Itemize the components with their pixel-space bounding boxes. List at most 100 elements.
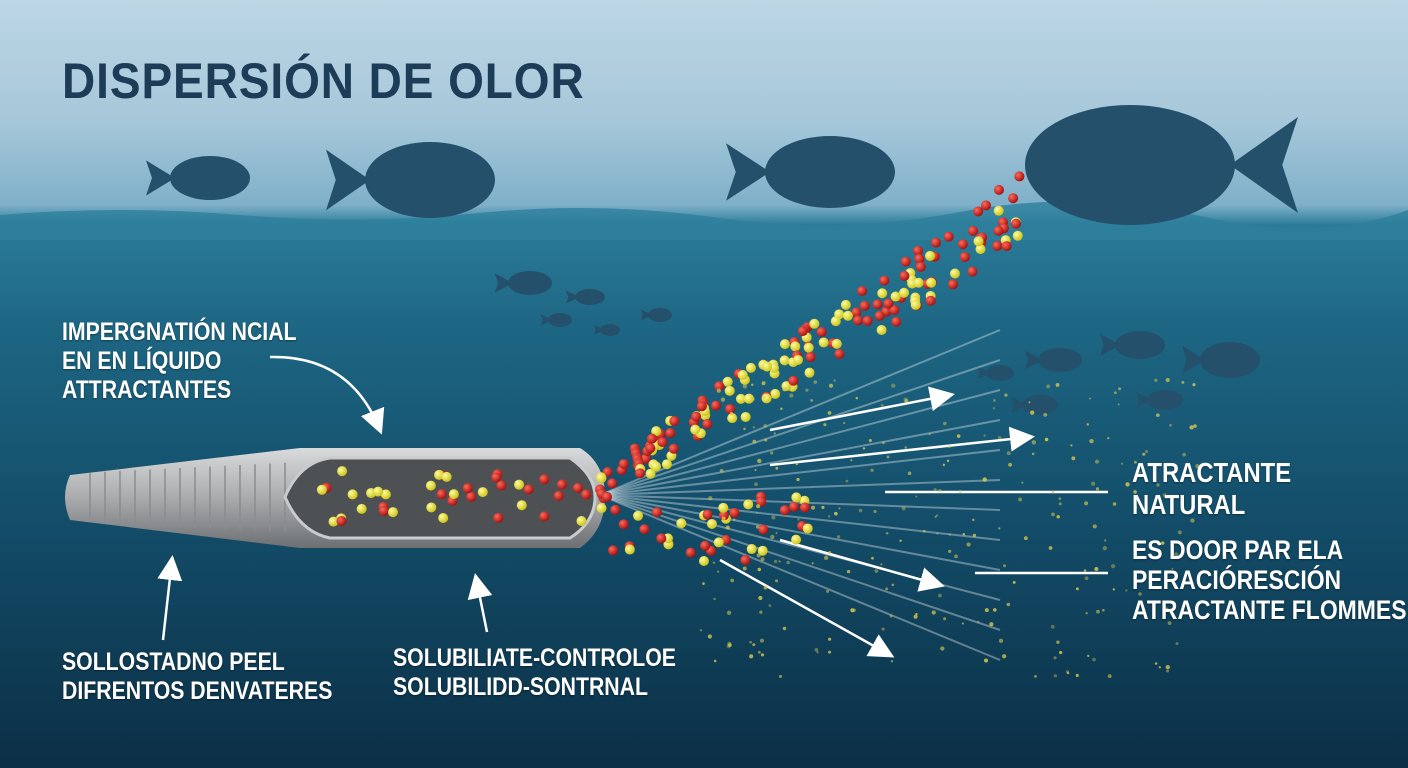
particle (914, 253, 925, 264)
speck (773, 432, 776, 435)
label-impregnation: IMPERGNATIÓN NCIAL EN EN LÍQUIDO ATTRACT… (62, 318, 297, 405)
particle (602, 491, 613, 502)
speck (1162, 493, 1167, 498)
label-line: SOLLOSTADNO PEEL (62, 648, 285, 676)
speck (1189, 425, 1194, 430)
particle (770, 388, 781, 399)
speck (874, 569, 879, 573)
speck (1086, 423, 1090, 426)
label-line: ATRACTANTE FLOMMES (1132, 595, 1407, 625)
particle (539, 511, 550, 522)
speck (1053, 656, 1057, 660)
speck (1028, 401, 1031, 404)
speck (992, 608, 997, 612)
speck (749, 654, 754, 659)
fish-icon (146, 156, 250, 200)
particle (581, 489, 592, 500)
particle (635, 468, 646, 479)
speck (1001, 654, 1007, 659)
speck (757, 650, 761, 654)
particle (830, 316, 841, 327)
particle (818, 337, 829, 348)
particle (610, 504, 621, 515)
particle (743, 499, 754, 510)
speck (891, 583, 895, 587)
particle (840, 299, 851, 310)
speck (904, 446, 908, 449)
speck (1144, 450, 1149, 454)
particle (1011, 218, 1022, 229)
speck (984, 608, 989, 613)
particle (891, 316, 902, 327)
speck (1110, 563, 1116, 569)
speck (1066, 671, 1070, 675)
speck (713, 659, 717, 663)
speck (954, 554, 958, 559)
speck (850, 608, 855, 613)
particle (834, 348, 845, 359)
ray (599, 419, 1001, 496)
fish-body (600, 324, 620, 336)
speck (1058, 502, 1062, 506)
particle (516, 500, 527, 511)
ray (599, 449, 1001, 496)
speck (771, 515, 776, 520)
water-surface (0, 201, 1408, 240)
fish-body (986, 365, 1014, 381)
speck (828, 637, 832, 641)
speck (752, 643, 756, 647)
fish-icon (540, 313, 572, 327)
speck (1169, 423, 1172, 427)
speck (885, 531, 889, 535)
speck (983, 434, 986, 437)
speck (1006, 451, 1011, 456)
speck (1133, 490, 1137, 494)
particle (706, 518, 717, 529)
speck (757, 567, 761, 572)
fish-tail (726, 143, 770, 201)
speck (934, 515, 937, 518)
particle (572, 482, 583, 493)
speck (1138, 592, 1142, 596)
scent-specks (699, 377, 1200, 679)
label-line: ES DOOR PAR ELA (1132, 535, 1344, 565)
speck (707, 634, 712, 639)
particle (993, 184, 1004, 195)
speck (1102, 608, 1105, 612)
particle (441, 471, 452, 482)
speck (1092, 657, 1096, 662)
speck (1018, 497, 1023, 502)
speck (708, 495, 713, 501)
speck (833, 379, 836, 382)
speck (938, 489, 942, 493)
particle (523, 484, 534, 495)
speck (782, 626, 787, 631)
speck (1112, 502, 1117, 506)
particle (651, 426, 662, 437)
particle (466, 491, 477, 502)
particle (373, 486, 384, 497)
particle (1014, 171, 1025, 182)
particle (651, 507, 662, 518)
speck (984, 658, 989, 663)
particle (676, 518, 687, 529)
particle (380, 489, 391, 500)
speck (1175, 642, 1179, 646)
particle (337, 466, 348, 477)
particle (740, 555, 751, 566)
fish-tail (1100, 333, 1120, 357)
speck (940, 646, 945, 651)
speck (1065, 670, 1070, 674)
speck (1166, 669, 1170, 673)
speck (1075, 673, 1079, 678)
particle (757, 545, 768, 556)
speck (1117, 403, 1120, 406)
speck (989, 622, 994, 627)
fish-body (508, 271, 552, 295)
fish-body (1200, 342, 1260, 378)
particle (879, 275, 890, 286)
speck (1139, 471, 1142, 474)
fish-tail (1024, 350, 1043, 370)
label-line: DIFRENTOS DENVATERES (62, 677, 333, 705)
particle (691, 411, 702, 422)
